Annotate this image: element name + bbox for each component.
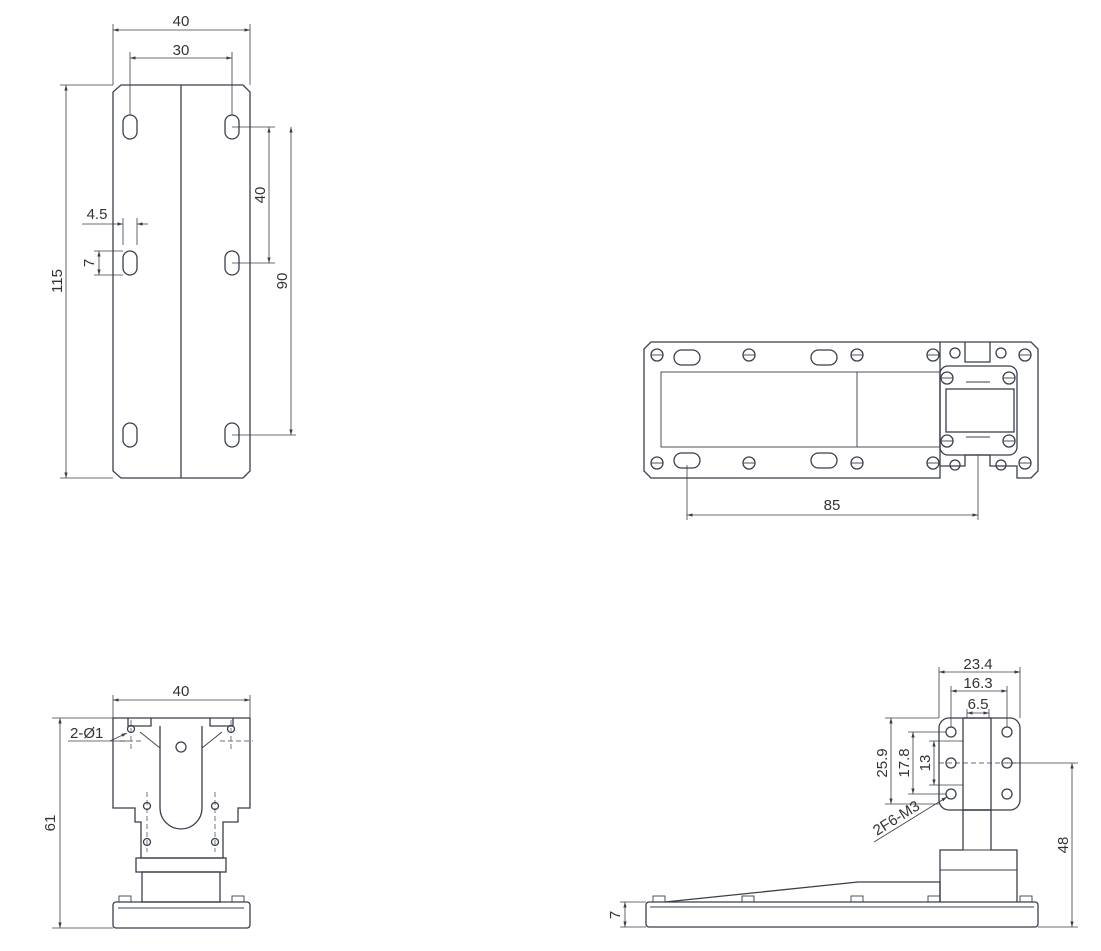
- dim-front-height: 61: [42, 815, 59, 832]
- dim-center-height: 48: [1055, 837, 1072, 854]
- dim-slot-spacing: 30: [173, 42, 190, 59]
- dim-flange-outer: 23.4: [963, 656, 992, 673]
- plate-screws: [650, 348, 940, 470]
- dim-guide-gap: 6.5: [968, 696, 989, 713]
- dim-slot-pitch-long: 90: [274, 273, 291, 290]
- front-view: 40 2-Ø1 61: [42, 683, 253, 929]
- dim-width-overall: 40: [173, 13, 190, 30]
- front-holes: [120, 720, 253, 852]
- flange-screws: [940, 347, 1032, 471]
- dim-length: 85: [824, 497, 841, 514]
- dim-hole-pitch: 17.8: [896, 748, 913, 777]
- dim-flange-height: 25.9: [874, 748, 891, 777]
- dim-height-overall: 115: [49, 269, 66, 293]
- top-view-plate: 40 30 115 40 90 4.5 7: [49, 13, 296, 479]
- dim-flange-inner: 16.3: [963, 675, 992, 692]
- note-holes: 2-Ø1: [70, 725, 103, 742]
- dim-slot-width: 4.5: [87, 206, 108, 223]
- dim-base-thickness: 7: [607, 911, 624, 919]
- dim-slot-length: 7: [81, 259, 98, 267]
- side-view: 23.4 16.3 6.5 25.9 17.8 13 2F6-M3 48: [607, 656, 1078, 928]
- plate-slots: [673, 349, 838, 469]
- dim-front-width: 40: [173, 683, 190, 700]
- dim-guide-height: 13: [917, 755, 934, 772]
- dim-slot-pitch-short: 40: [252, 187, 269, 204]
- top-view-plan: 85: [643, 341, 1039, 520]
